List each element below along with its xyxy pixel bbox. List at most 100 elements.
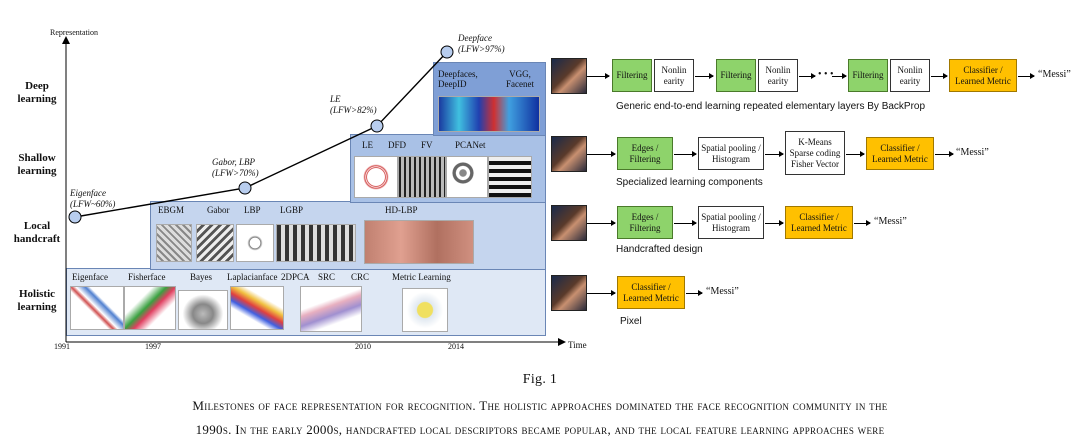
method-crc: CRC: [351, 272, 370, 282]
year-2014: 2014: [448, 342, 464, 351]
fv-image: [446, 156, 488, 198]
plot-eigenface-image: [70, 286, 124, 330]
output-label: “Messi”: [874, 216, 907, 227]
classifier-box: Classifier / Learned Metric: [866, 137, 934, 170]
arrow: [799, 73, 816, 79]
pipeline-caption: Specialized learning components: [616, 177, 763, 188]
arrow: [931, 73, 948, 79]
arrow: [695, 73, 714, 79]
arrow: [935, 151, 954, 157]
spatial-pooling-box: Spatial pooling / Histogram: [698, 206, 764, 239]
method-gabor: Gabor: [207, 205, 230, 215]
arrow: [674, 220, 697, 226]
lgbp-image: [276, 224, 356, 262]
hd-lbp-image: [364, 220, 474, 264]
arrow: [686, 290, 703, 296]
pcanet-image: [488, 156, 532, 198]
milestone-name: LE: [330, 94, 341, 104]
year-2010: 2010: [355, 342, 371, 351]
figure-caption-line1: Milestones of face representation for re…: [192, 398, 888, 413]
pipeline-caption: Handcrafted design: [616, 244, 703, 255]
milestone-deepface: Deepface (LFW>97%): [458, 33, 505, 55]
spatial-pooling-box: Spatial pooling / Histogram: [698, 137, 764, 170]
arrow: [765, 220, 784, 226]
classifier-box: Classifier / Learned Metric: [949, 59, 1017, 92]
classifier-box: Classifier / Learned Metric: [785, 206, 853, 239]
edges-filtering-box: Edges / Filtering: [617, 137, 673, 170]
nonlinearity-box: Nonlin earity: [654, 59, 694, 92]
method-hd-lbp: HD-LBP: [385, 205, 418, 215]
output-label: “Messi”: [956, 147, 989, 158]
row-label-holistic: Holistic learning: [17, 288, 57, 313]
milestone-acc: (LFW>70%): [212, 168, 259, 178]
filtering-box: Filtering: [716, 59, 756, 92]
arrow: [765, 151, 784, 157]
arrow: [587, 73, 610, 79]
milestone-name: Eigenface: [70, 188, 106, 198]
classifier-box: Classifier / Learned Metric: [617, 276, 685, 309]
milestone-acc: (LFW>97%): [458, 44, 505, 54]
method-deepfaces-deepid: Deepfaces, DeepID: [438, 69, 494, 89]
method-eigenface: Eigenface: [72, 272, 108, 282]
milestone-name: Gabor, LBP: [212, 157, 256, 167]
method-le: LE: [362, 140, 373, 150]
method-fv: FV: [421, 140, 433, 150]
arrow: [587, 220, 616, 226]
method-laplacianface: Laplacianface: [227, 272, 278, 282]
arrow: [854, 220, 871, 226]
milestone-name: Deepface: [458, 33, 492, 43]
method-pcanet: PCANet: [455, 140, 486, 150]
le-image: [354, 156, 398, 198]
method-lgbp: LGBP: [280, 205, 304, 215]
messi-face-image: [551, 136, 587, 172]
arrow: [846, 151, 865, 157]
method-vgg-facenet: VGG, Facenet: [500, 69, 540, 89]
filtering-box: Filtering: [848, 59, 888, 92]
milestone-acc: (LFW~60%): [70, 199, 116, 209]
dfd-image: [398, 156, 446, 198]
plot-laplacianface-image: [230, 286, 284, 330]
row-label-deep: Deep learning: [17, 80, 57, 105]
deep-features-image: [438, 96, 540, 132]
arrow: [832, 73, 847, 79]
filtering-box: Filtering: [612, 59, 652, 92]
messi-face-image: [551, 58, 587, 94]
milestone-gabor-lbp: Gabor, LBP (LFW>70%): [212, 157, 259, 179]
method-src: SRC: [318, 272, 336, 282]
figure-caption-line2: 1990s. In the early 2000s, handcrafted l…: [195, 422, 885, 437]
year-1997: 1997: [145, 342, 161, 351]
plot-metric-learning-image: [402, 288, 448, 332]
method-metric-learning: Metric Learning: [392, 272, 451, 282]
year-1991: 1991: [54, 342, 70, 351]
milestone-acc: (LFW>82%): [330, 105, 377, 115]
deepfaces-label: Deepfaces, DeepID: [438, 69, 478, 89]
nonlinearity-box: Nonlin earity: [758, 59, 798, 92]
figure-label: Fig. 1: [522, 372, 558, 387]
method-dfd: DFD: [388, 140, 407, 150]
ebgm-image: [156, 224, 192, 262]
method-bayes: Bayes: [190, 272, 212, 282]
arrow: [674, 151, 697, 157]
method-lbp: LBP: [244, 205, 261, 215]
plot-fisherface-image: [124, 286, 176, 330]
output-label: “Messi”: [706, 286, 739, 297]
method-fisherface: Fisherface: [128, 272, 166, 282]
lbp-image: [236, 224, 274, 262]
messi-face-image: [551, 275, 587, 311]
y-axis-label: Representation: [50, 28, 98, 37]
kmeans-box: K-Means Sparse coding Fisher Vector: [785, 131, 845, 175]
messi-face-image: [551, 205, 587, 241]
output-label: “Messi”: [1038, 69, 1071, 80]
vgg-label: VGG, Facenet: [506, 69, 534, 89]
arrow: [1018, 73, 1035, 79]
method-2dpca: 2DPCA: [281, 272, 310, 282]
arrow: [587, 290, 616, 296]
pipeline-caption: Pixel: [620, 316, 642, 327]
milestone-le: LE (LFW>82%): [330, 94, 377, 116]
method-ebgm: EBGM: [158, 205, 185, 215]
row-label-shallow: Shallow learning: [17, 152, 57, 177]
milestone-eigenface: Eigenface (LFW~60%): [70, 188, 115, 210]
arrow: [587, 151, 616, 157]
row-label-local: Local handcraft: [13, 220, 61, 245]
ellipsis-dots: • • •: [818, 69, 834, 80]
